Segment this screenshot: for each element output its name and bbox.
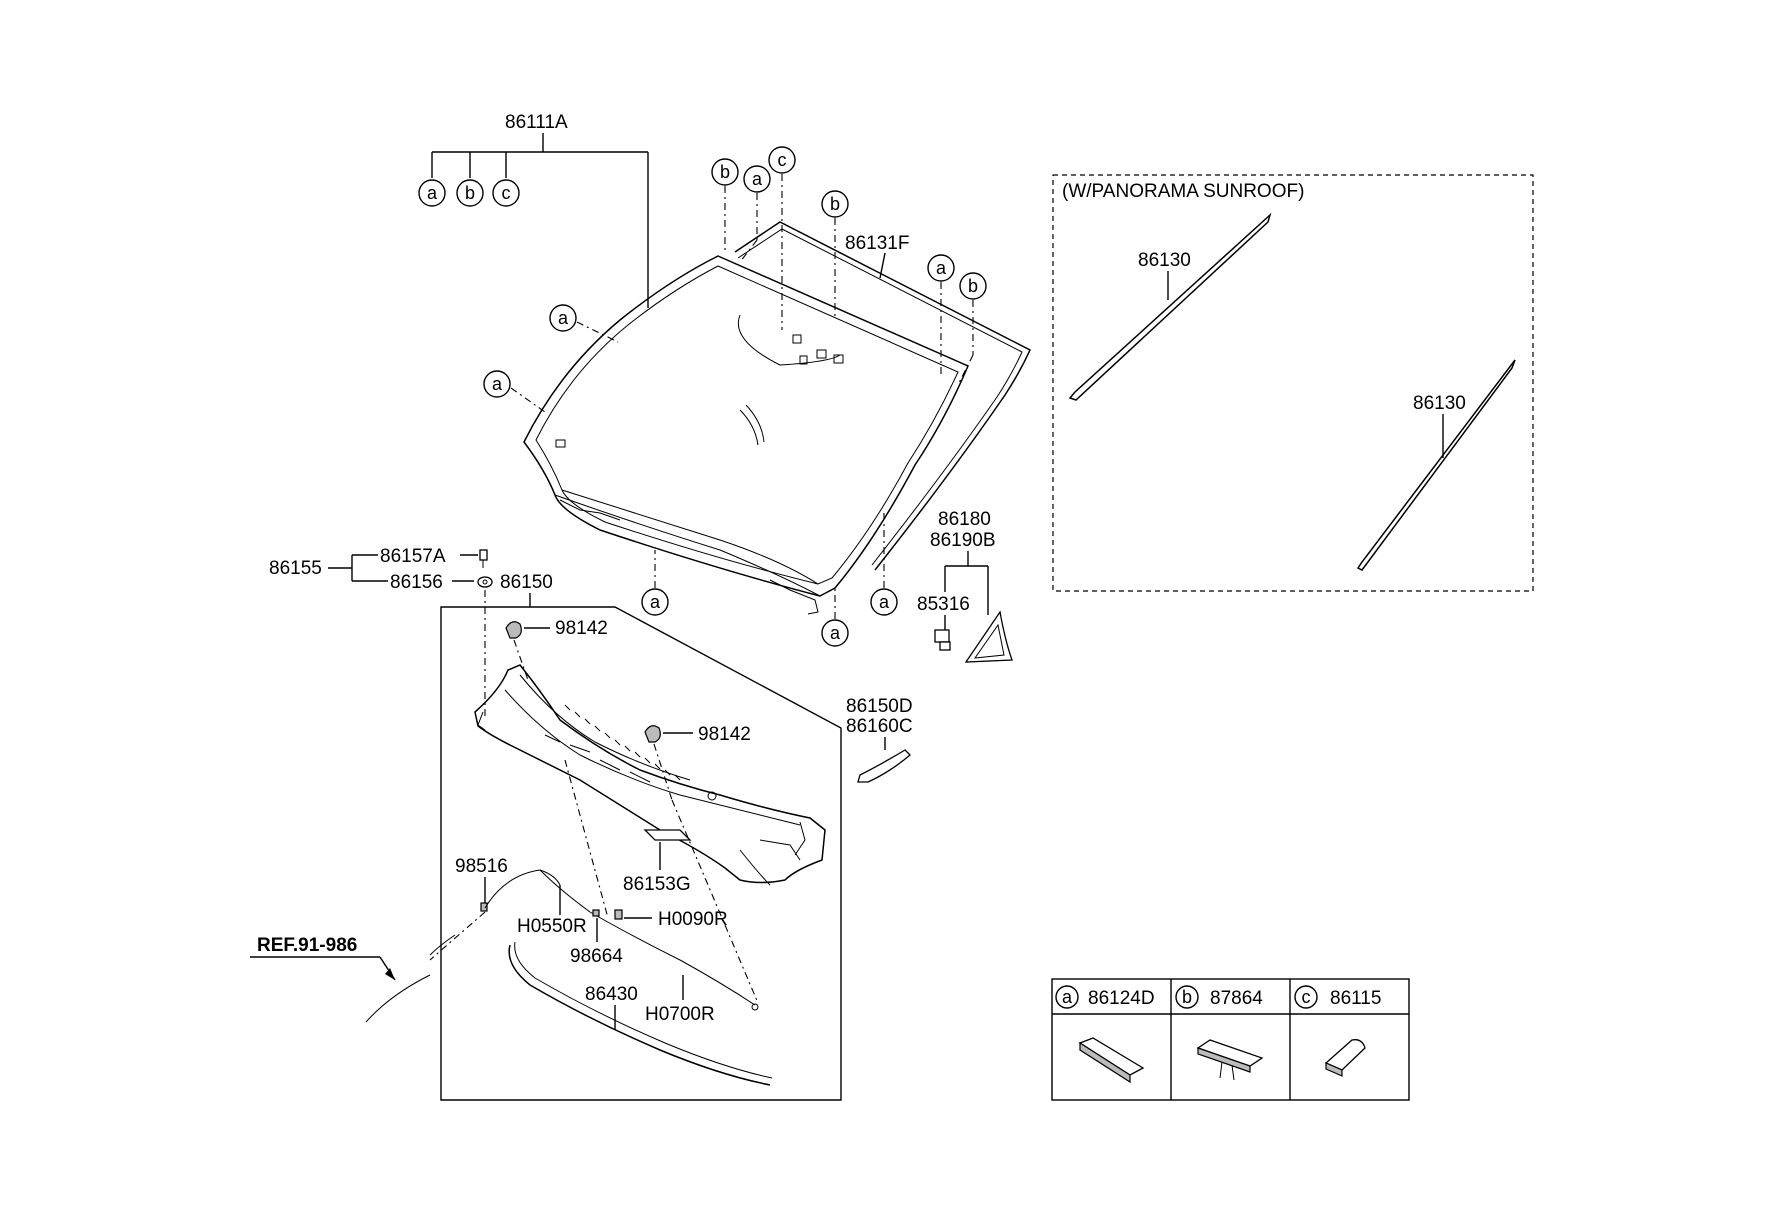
- label-86180: 86180: [938, 509, 991, 530]
- svg-text:c: c: [778, 150, 787, 170]
- svg-text:b: b: [830, 194, 840, 214]
- svg-text:b: b: [1182, 987, 1192, 1007]
- nut-86156: [477, 576, 493, 588]
- label-98142-right: 98142: [698, 724, 751, 745]
- pad-86153G: [643, 829, 692, 841]
- windshield-glass: [523, 255, 969, 615]
- panorama-box-title: (W/PANORAMA SUNROOF): [1062, 181, 1304, 202]
- svg-text:c: c: [1302, 987, 1311, 1007]
- clip-85316: [934, 629, 951, 651]
- legend-table: [1051, 978, 1410, 1101]
- weatherstrip-86430: [508, 941, 773, 1086]
- label-H0700R: H0700R: [645, 1004, 715, 1025]
- svg-text:c: c: [502, 183, 511, 203]
- callout-a-2: a: [927, 254, 955, 282]
- label-98516: 98516: [455, 856, 508, 877]
- callout-b-2: b: [821, 190, 849, 218]
- label-86111A: 86111A: [505, 112, 568, 133]
- svg-text:a: a: [752, 169, 763, 189]
- connector-98664: [592, 909, 600, 917]
- roof-molding-left: [1068, 212, 1272, 401]
- callout-a-4: a: [483, 370, 511, 398]
- delta-cover: [964, 610, 1013, 663]
- label-86131F: 86131F: [845, 233, 909, 254]
- callout-a-5: a: [641, 588, 669, 616]
- svg-text:a: a: [936, 258, 947, 278]
- callout-a-1: a: [743, 165, 771, 193]
- label-86430: 86430: [585, 984, 638, 1005]
- svg-text:a: a: [650, 592, 661, 612]
- callout-b-1: b: [711, 158, 739, 186]
- callout-c-1: c: [768, 146, 796, 174]
- svg-text:a: a: [558, 308, 569, 328]
- callout-a-3: a: [549, 304, 577, 332]
- svg-text:b: b: [720, 162, 730, 182]
- label-85316: 85316: [917, 594, 970, 615]
- legend-item-c: c 86115: [1294, 985, 1381, 1077]
- svg-text:a: a: [879, 592, 890, 612]
- label-98142-left: 98142: [555, 618, 608, 639]
- callout-a-top: a: [418, 179, 446, 207]
- label-86150D: 86150D: [846, 696, 913, 717]
- cowl-box-outline: [440, 606, 842, 1101]
- callout-b-top: b: [456, 179, 484, 207]
- label-H0550R: H0550R: [517, 916, 587, 937]
- svg-text:a: a: [1062, 987, 1073, 1007]
- bolt-86157A: [479, 549, 488, 568]
- label-86160C: 86160C: [846, 716, 913, 737]
- svg-text:a: a: [492, 374, 503, 394]
- legend-part-87864: 87864: [1210, 988, 1263, 1009]
- legend-part-86115: 86115: [1330, 988, 1381, 1009]
- legend-part-86124D: 86124D: [1088, 988, 1155, 1009]
- callout-a-6: a: [821, 619, 849, 647]
- svg-text:a: a: [830, 623, 841, 643]
- label-86153G: 86153G: [623, 874, 691, 895]
- label-98664: 98664: [570, 946, 623, 967]
- label-86190B: 86190B: [930, 530, 996, 551]
- roof-molding-right: [1356, 359, 1516, 571]
- label-86156: 86156: [390, 572, 443, 593]
- callout-c-top: c: [492, 179, 520, 207]
- panorama-sunroof-box: [1052, 174, 1534, 592]
- label-86130-left: 86130: [1138, 250, 1191, 271]
- hose-fitting-H0090R: [614, 909, 623, 920]
- legend-item-a: a 86124D: [1055, 985, 1155, 1084]
- label-H0090R: H0090R: [658, 909, 728, 930]
- label-86157A: 86157A: [380, 546, 446, 567]
- cowl-trim: [857, 749, 911, 783]
- label-86130-right: 86130: [1413, 393, 1466, 414]
- svg-text:b: b: [465, 183, 475, 203]
- nozzle-98516: [480, 902, 488, 912]
- grommet-right: [644, 725, 661, 743]
- svg-text:b: b: [968, 276, 978, 296]
- legend-item-b: b 87864: [1175, 985, 1264, 1081]
- cowl-panel: [474, 664, 826, 886]
- callout-a-7: a: [870, 588, 898, 616]
- legend-icon-c: [1324, 1039, 1366, 1071]
- label-86150: 86150: [500, 572, 553, 593]
- label-86155: 86155: [269, 558, 322, 579]
- windshield-molding-top: [734, 221, 1031, 571]
- grommet-left: [505, 621, 522, 639]
- reference-label[interactable]: REF.91-986: [257, 935, 357, 956]
- svg-text:a: a: [427, 183, 438, 203]
- callout-b-3: b: [959, 272, 987, 300]
